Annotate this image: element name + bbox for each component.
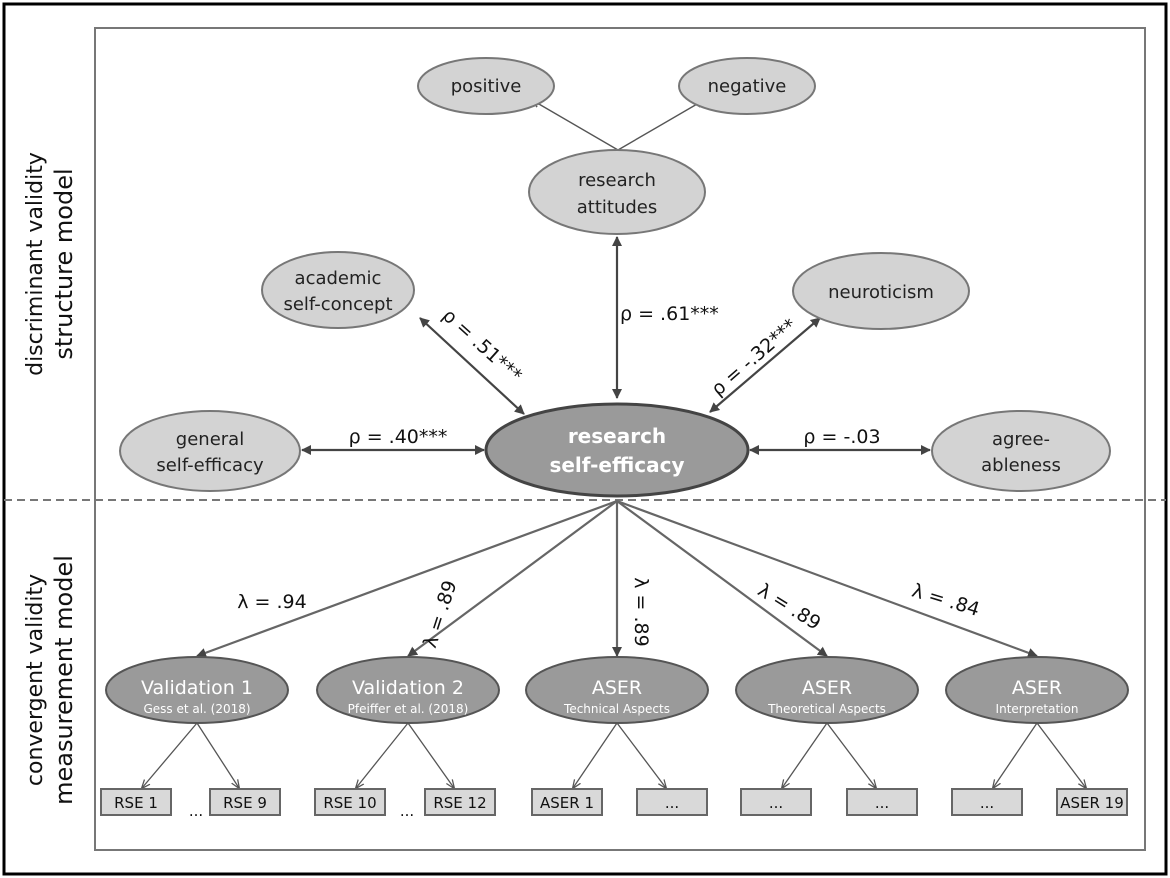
item-label-1-2: RSE 9 [223, 794, 267, 812]
corr-general-label: ρ = .40*** [349, 426, 448, 448]
corr-neuroticism-label: ρ = -.32*** [707, 315, 801, 401]
item-box-5-2 [1056, 788, 1128, 816]
item-arrow-4-1 [782, 722, 828, 788]
item-box-4-2 [846, 788, 918, 816]
academic-label-1: academic [295, 268, 382, 289]
arrow-attitudes-positive [532, 100, 619, 151]
measure-subtitle-2: Pfeiffer et al. (2018) [348, 702, 469, 716]
item-box-1-1 [100, 788, 172, 816]
measure-node-2: Validation 2 Pfeiffer et al. (2018) [316, 656, 500, 724]
arrow-attitudes-negative [617, 100, 704, 151]
item-box-2-2 [424, 788, 496, 816]
item-label-4-1: ... [769, 794, 783, 812]
item-arrow-1-2 [196, 722, 239, 788]
measure-node-5: ASER Interpretation [945, 656, 1129, 724]
loading-arrow-5 [616, 499, 1038, 658]
item-arrow-4-2 [826, 722, 876, 788]
center-label-2: self-efficacy [549, 453, 684, 477]
measure-node-1: Validation 1 Gess et al. (2018) [105, 656, 289, 724]
research-attitudes-node: research attitudes [528, 149, 706, 235]
item-box-4-1 [740, 788, 812, 816]
loading-label-3: λ = .89 [630, 577, 652, 646]
general-label-2: self-efficacy [156, 455, 264, 476]
item-label-3-1: ASER 1 [540, 794, 594, 812]
loading-arrow-4 [616, 500, 828, 657]
loading-arrow-1 [196, 499, 618, 658]
item-arrow-1-1 [142, 722, 198, 788]
loading-arrow-2 [407, 500, 618, 657]
negative-label: negative [708, 76, 787, 97]
item-arrow-5-1 [993, 722, 1038, 788]
research-attitudes-label-2: attitudes [577, 197, 658, 218]
measure-node-3: ASER Technical Aspects [525, 656, 709, 724]
item-label-1-1: RSE 1 [114, 794, 158, 812]
item-box-3-2 [636, 788, 708, 816]
item-ellipsis-1: ... [189, 802, 203, 820]
item-arrow-3-2 [616, 722, 666, 788]
item-arrow-5-2 [1036, 722, 1086, 788]
general-self-efficacy-node: general self-efficacy [119, 410, 301, 492]
measure-title-3: ASER [592, 677, 642, 699]
measure-title-5: ASER [1012, 677, 1062, 699]
measures-group: Validation 1 Gess et al. (2018) RSE 1 RSE 9… [100, 656, 1129, 820]
item-label-2-1: RSE 10 [323, 794, 376, 812]
agreeableness-node: agree- ableness [931, 410, 1111, 492]
arrow-center-academic [419, 317, 525, 415]
item-label-5-1: ... [980, 794, 994, 812]
side-label-bottom-2: measurement model [50, 555, 78, 805]
measure-subtitle-3: Technical Aspects [563, 702, 670, 716]
side-label-top-2: structure model [50, 168, 78, 359]
item-label-3-2: ... [665, 794, 679, 812]
side-label-top-1: discriminant validity [23, 152, 48, 376]
loadings-group: λ = .94 λ = .89 λ = .89 λ = .89 λ = .84 [196, 499, 1038, 658]
loading-label-4: λ = .89 [754, 579, 825, 634]
measure-node-4: ASER Theoretical Aspects [735, 656, 919, 724]
neuroticism-node: neuroticism [792, 252, 970, 330]
item-label-2-2: RSE 12 [433, 794, 486, 812]
center-label-1: research [568, 424, 666, 448]
item-label-4-2: ... [875, 794, 889, 812]
research-attitudes-label-1: research [578, 170, 656, 191]
item-ellipsis-2: ... [400, 802, 414, 820]
research-self-efficacy-node: research self-efficacy [484, 402, 750, 498]
positive-node: positive [417, 57, 555, 115]
agree-label-1: agree- [992, 429, 1050, 450]
loading-label-5: λ = .84 [909, 580, 982, 621]
inner-frame [94, 27, 1146, 851]
agree-label-2: ableness [981, 455, 1061, 476]
measure-subtitle-1: Gess et al. (2018) [143, 702, 250, 716]
side-label-bottom-1: convergent validity [23, 574, 48, 786]
general-label-1: general [176, 429, 244, 450]
arrow-center-neuroticism [709, 317, 821, 413]
item-arrow-2-2 [407, 722, 454, 788]
loading-label-2: λ = .89 [419, 578, 461, 651]
item-label-5-2: ASER 19 [1060, 794, 1124, 812]
measure-title-1: Validation 1 [141, 677, 253, 699]
negative-node: negative [678, 57, 816, 115]
measure-subtitle-4: Theoretical Aspects [767, 702, 886, 716]
neuroticism-label: neuroticism [828, 282, 934, 303]
measure-subtitle-5: Interpretation [996, 702, 1079, 716]
corr-agree-label: ρ = -.03 [803, 426, 880, 448]
measure-title-2: Validation 2 [352, 677, 464, 699]
item-box-5-1 [951, 788, 1023, 816]
academic-self-concept-node: academic self-concept [261, 251, 415, 329]
item-box-2-1 [314, 788, 386, 816]
item-arrow-3-1 [573, 722, 618, 788]
positive-label: positive [451, 76, 522, 97]
corr-attitudes-label: ρ = .61*** [620, 303, 719, 325]
item-box-3-1 [531, 788, 603, 816]
item-arrow-2-1 [356, 722, 409, 788]
item-box-1-2 [209, 788, 281, 816]
measure-title-4: ASER [802, 677, 852, 699]
loading-label-1: λ = .94 [237, 591, 306, 613]
academic-label-2: self-concept [283, 294, 392, 315]
